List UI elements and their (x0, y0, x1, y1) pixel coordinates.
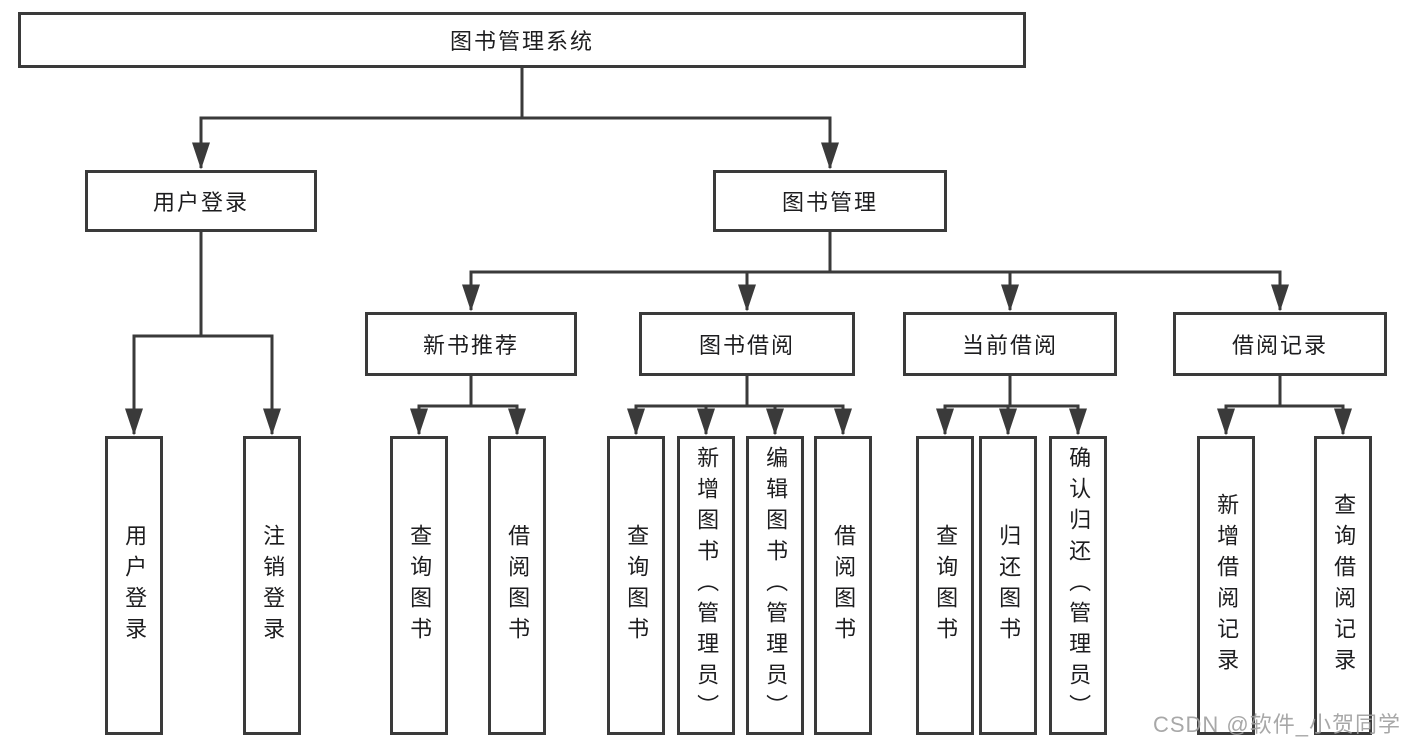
leaf-current-return-books-label: 归还图书 (996, 523, 1022, 648)
node-user-login-label: 用户登录 (152, 190, 249, 215)
leaf-user-login: 用户登录 (105, 436, 163, 735)
node-book-management: 图书管理 (713, 170, 947, 232)
node-borrow-record: 借阅记录 (1173, 312, 1387, 376)
leaf-record-query-borrow-record-label: 查询借阅记录 (1331, 492, 1357, 679)
node-current-borrow: 当前借阅 (903, 312, 1117, 376)
leaf-borrow-query-books-label: 查询图书 (624, 523, 650, 648)
leaf-borrow-borrow-books: 借阅图书 (814, 436, 872, 735)
node-borrow-record-label: 借阅记录 (1231, 333, 1328, 358)
leaf-newbook-query-books-label: 查询图书 (407, 523, 433, 648)
leaf-current-query-books: 查询图书 (916, 436, 974, 735)
node-book-borrow: 图书借阅 (639, 312, 855, 376)
leaf-borrow-edit-books-admin: 编辑图书（管理员） (746, 436, 804, 735)
node-root-label: 图书管理系统 (449, 29, 594, 54)
leaf-borrow-edit-books-admin-label: 编辑图书（管理员） (763, 446, 789, 725)
leaf-current-confirm-return-admin-label: 确认归还（管理员） (1066, 446, 1092, 725)
node-root-system: 图书管理系统 (18, 12, 1026, 68)
leaf-newbook-query-books: 查询图书 (390, 436, 448, 735)
leaf-borrow-add-books-admin: 新增图书（管理员） (677, 436, 735, 735)
leaf-borrow-add-books-admin-label: 新增图书（管理员） (694, 446, 720, 725)
leaf-record-add-borrow-record-label: 新增借阅记录 (1214, 492, 1240, 679)
leaf-borrow-borrow-books-label: 借阅图书 (831, 523, 857, 648)
watermark: CSDN @软件_小贺同学 (1152, 712, 1401, 737)
leaf-logout: 注销登录 (243, 436, 301, 735)
leaf-record-add-borrow-record: 新增借阅记录 (1197, 436, 1255, 735)
leaf-current-confirm-return-admin: 确认归还（管理员） (1049, 436, 1107, 735)
leaf-record-query-borrow-record: 查询借阅记录 (1314, 436, 1372, 735)
node-current-borrow-label: 当前借阅 (961, 333, 1058, 358)
node-book-management-label: 图书管理 (781, 190, 878, 215)
leaf-current-query-books-label: 查询图书 (933, 523, 959, 648)
leaf-logout-label: 注销登录 (260, 523, 286, 648)
node-new-book-recommend: 新书推荐 (365, 312, 577, 376)
node-book-borrow-label: 图书借阅 (698, 333, 795, 358)
leaf-borrow-query-books: 查询图书 (607, 436, 665, 735)
leaf-newbook-borrow-books: 借阅图书 (488, 436, 546, 735)
leaf-newbook-borrow-books-label: 借阅图书 (505, 523, 531, 648)
leaf-current-return-books: 归还图书 (979, 436, 1037, 735)
leaf-user-login-label: 用户登录 (122, 523, 148, 648)
node-user-login: 用户登录 (85, 170, 317, 232)
node-new-book-recommend-label: 新书推荐 (422, 333, 519, 358)
